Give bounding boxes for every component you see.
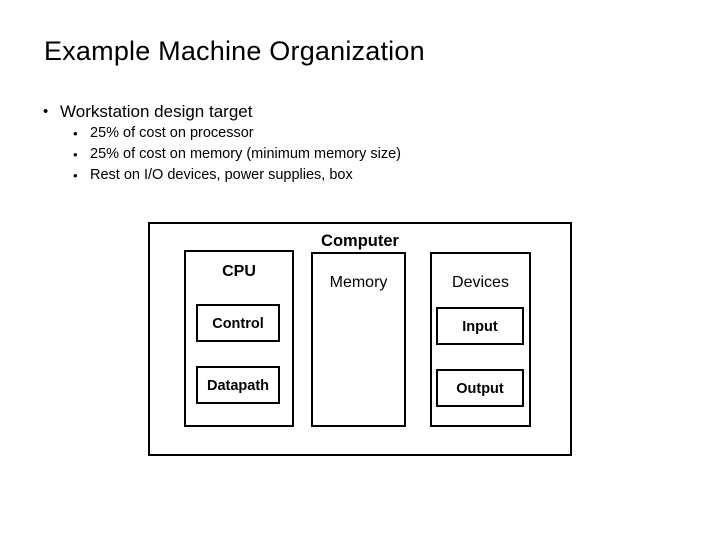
bullet-level2-label: 25% of cost on memory (minimum memory si… [90, 146, 402, 162]
bullet-list: • Workstation design target • 25% of cos… [40, 100, 600, 186]
computer-label: Computer [321, 232, 399, 250]
control-box: Control [196, 304, 280, 342]
bullet-level2-item: • Rest on I/O devices, power supplies, b… [40, 165, 600, 186]
bullet-marker-icon: • [73, 147, 78, 162]
bullet-level2-label: Rest on I/O devices, power supplies, box [90, 167, 353, 183]
devices-label: Devices [452, 274, 509, 291]
control-label: Control [212, 316, 264, 332]
output-box: Output [436, 369, 524, 407]
page-title: Example Machine Organization [44, 36, 425, 66]
bullet-level1: • Workstation design target [40, 100, 600, 123]
memory-box: Memory [311, 252, 406, 427]
datapath-label: Datapath [206, 378, 270, 394]
cpu-label: CPU [222, 263, 256, 280]
machine-organization-diagram: Computer CPU Control Datapath Memory Dev… [148, 222, 572, 456]
bullet-marker-icon: • [73, 168, 78, 183]
input-box: Input [436, 307, 524, 345]
bullet-level2-label: 25% of cost on processor [90, 125, 254, 141]
input-label: Input [462, 319, 498, 335]
memory-label: Memory [329, 274, 388, 291]
bullet-marker-icon: • [73, 126, 78, 141]
datapath-box: Datapath [196, 366, 280, 404]
output-label: Output [456, 381, 504, 397]
bullet-level2-item: • 25% of cost on memory (minimum memory … [40, 144, 600, 165]
bullet-marker-icon: • [43, 103, 49, 120]
bullet-level1-label: Workstation design target [60, 102, 253, 121]
bullet-level2-item: • 25% of cost on processor [40, 123, 600, 144]
